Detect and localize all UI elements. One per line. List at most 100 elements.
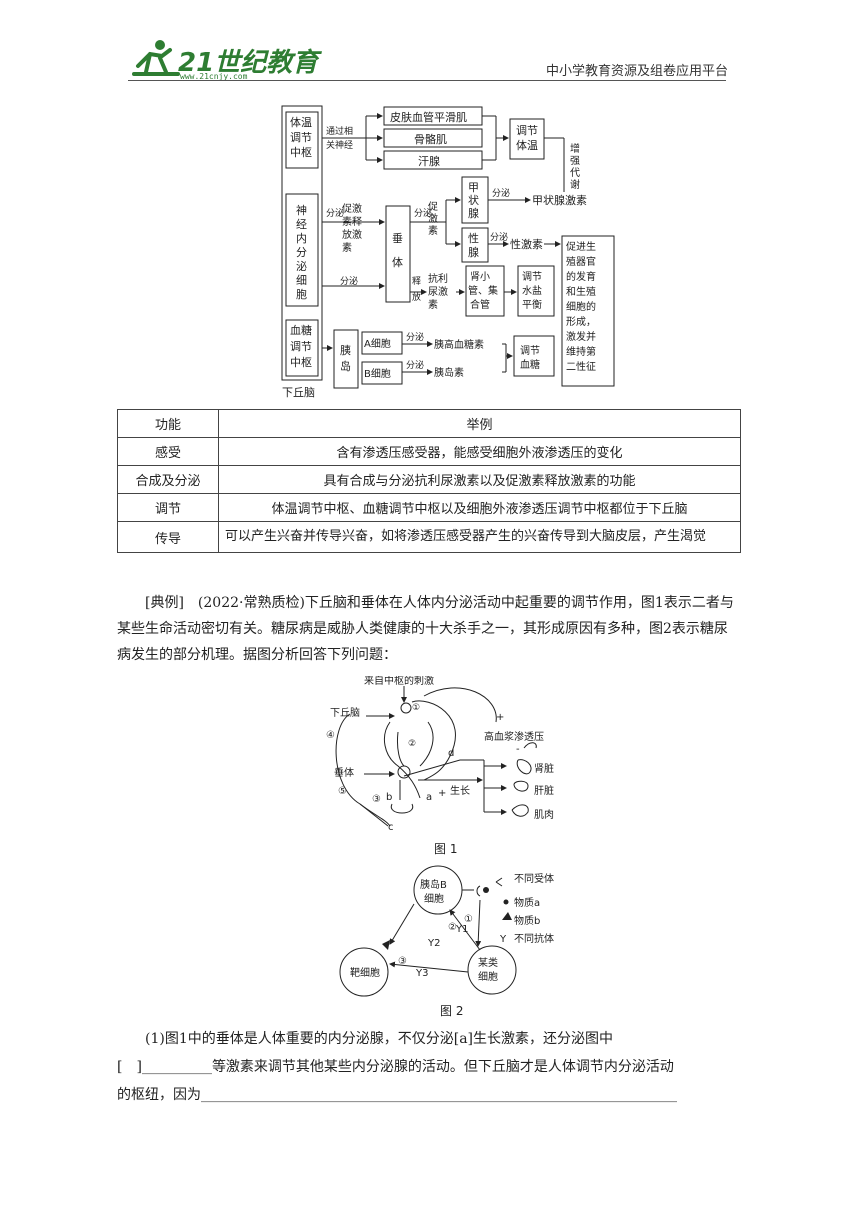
svg-text:谢: 谢 (570, 178, 580, 191)
svg-text:维持第: 维持第 (566, 345, 596, 358)
svg-text:生长: 生长 (450, 784, 470, 797)
svg-text:分泌: 分泌 (340, 275, 358, 287)
svg-text:来自中枢的刺激: 来自中枢的刺激 (364, 676, 434, 687)
svg-text:分泌: 分泌 (406, 331, 424, 343)
svg-text:下丘脑: 下丘脑 (282, 386, 315, 399)
header-platform-title: 中小学教育资源及组卷应用平台 (545, 64, 728, 79)
svg-text:腺: 腺 (468, 245, 479, 259)
svg-text:下丘脑: 下丘脑 (330, 706, 360, 719)
svg-text:肾小: 肾小 (470, 271, 490, 283)
svg-text:甲状腺激素: 甲状腺激素 (532, 193, 587, 207)
svg-text:不同抗体: 不同抗体 (514, 932, 554, 945)
table-header-row: 功能 举例 (117, 409, 741, 438)
question1-line3: 的枢纽，因为__________________________________… (117, 1082, 741, 1108)
header-divider (128, 80, 726, 81)
svg-text:岛: 岛 (340, 359, 351, 373)
svg-text:二性征: 二性征 (566, 360, 596, 373)
svg-text:的发育: 的发育 (566, 270, 596, 283)
answer-blank[interactable]: __________ (141, 1059, 212, 1075)
svg-text:分泌: 分泌 (406, 359, 424, 371)
svg-text:代: 代 (570, 167, 580, 179)
svg-text:中枢: 中枢 (290, 355, 312, 369)
table-cell-function: 传导 (117, 521, 219, 553)
svg-text:细胞: 细胞 (424, 892, 444, 905)
svg-text:高血浆渗透压: 高血浆渗透压 (484, 730, 544, 743)
svg-text:细胞: 细胞 (478, 970, 498, 983)
table-row: 调节 体温调节中枢、血糖调节中枢以及细胞外液渗透压调节中枢都位于下丘脑 (117, 493, 741, 522)
svg-text:调节: 调节 (290, 131, 312, 144)
svg-text:中枢: 中枢 (290, 145, 312, 159)
svg-text:合管: 合管 (470, 298, 490, 311)
runner-logo-icon (132, 40, 180, 76)
svg-text:胰高血糖素: 胰高血糖素 (434, 338, 484, 351)
answer-blank-reason[interactable]: ________________________________________… (201, 1087, 677, 1103)
svg-text:体温: 体温 (516, 138, 538, 152)
question1-line2-text: 等激素来调节其他某些内分泌腺的活动。但下丘脑才是人体调节内分泌活动 (211, 1059, 674, 1075)
table-cell-function: 感受 (117, 437, 219, 466)
svg-text:②: ② (408, 739, 416, 749)
svg-text:调节: 调节 (290, 340, 312, 353)
svg-text:不同受体: 不同受体 (514, 873, 554, 885)
svg-text:细胞的: 细胞的 (566, 300, 596, 313)
example-paragraph: [典例] (2022·常熟质检)下丘脑和垂体在人体内分泌活动中起重要的调节作用，… (117, 595, 734, 663)
svg-text:增: 增 (570, 142, 580, 155)
svg-text:胞: 胞 (296, 288, 307, 301)
svg-text:分泌: 分泌 (326, 207, 344, 219)
svg-text:放激: 放激 (342, 228, 362, 241)
logo-url: www.21cnjy.com (180, 72, 248, 81)
svg-text:①: ① (464, 914, 473, 925)
svg-text:抗利: 抗利 (428, 272, 448, 285)
svg-text:甲: 甲 (468, 181, 479, 194)
svg-text:强: 强 (570, 155, 580, 167)
svg-text:素: 素 (428, 224, 438, 237)
svg-text:胰: 胰 (340, 343, 351, 357)
svg-text:分泌: 分泌 (492, 187, 510, 199)
svg-text:②: ② (448, 922, 457, 933)
question1-line3-text: 的枢纽，因为 (117, 1087, 201, 1103)
svg-text:调节: 调节 (520, 345, 540, 357)
svg-text:⑤: ⑤ (338, 786, 347, 797)
svg-text:促: 促 (428, 200, 438, 213)
svg-text:③: ③ (372, 794, 381, 805)
svg-text:a: a (426, 792, 432, 803)
table-row: 合成及分泌 具有合成与分泌抗利尿激素以及促激素释放激素的功能 (117, 465, 741, 494)
svg-text:促激: 促激 (342, 202, 362, 215)
svg-text:激: 激 (428, 212, 438, 225)
svg-text:肝脏: 肝脏 (534, 784, 554, 797)
svg-text:殖器官: 殖器官 (566, 255, 596, 268)
answer-bracket[interactable]: [ ] (117, 1059, 142, 1075)
svg-text:放: 放 (412, 291, 421, 303)
svg-text:素: 素 (342, 241, 352, 254)
svg-text:促进生: 促进生 (566, 240, 596, 253)
svg-text:+: + (496, 712, 504, 723)
svg-text:性激素: 性激素 (510, 237, 543, 251)
svg-text:垂体: 垂体 (334, 767, 354, 779)
svg-text:调节: 调节 (516, 124, 538, 137)
svg-text:物质b: 物质b (514, 914, 540, 927)
svg-text:b: b (386, 792, 392, 803)
svg-text:Y1: Y1 (455, 924, 468, 935)
svg-text:垂: 垂 (392, 232, 403, 245)
svg-text:释: 释 (412, 275, 421, 287)
svg-text:-: - (516, 744, 520, 755)
svg-text:内: 内 (296, 231, 307, 245)
svg-text:细: 细 (296, 274, 307, 287)
svg-text:+: + (438, 788, 446, 799)
svg-text:①: ① (412, 703, 420, 713)
svg-text:泌: 泌 (296, 260, 307, 273)
svg-text:和生殖: 和生殖 (566, 285, 596, 298)
svg-text:靶细胞: 靶细胞 (350, 966, 380, 979)
svg-text:分泌: 分泌 (414, 207, 432, 219)
svg-text:尿激: 尿激 (428, 285, 448, 298)
svg-text:通过相: 通过相 (326, 125, 353, 137)
svg-text:d: d (448, 748, 454, 759)
svg-text:胰岛素: 胰岛素 (434, 366, 464, 379)
svg-text:肌肉: 肌肉 (534, 808, 554, 821)
figure2-caption: 图 2 (440, 1004, 464, 1018)
svg-text:经: 经 (296, 218, 307, 231)
svg-text:汗腺: 汗腺 (418, 154, 440, 168)
svg-text:激发并: 激发并 (566, 330, 596, 343)
logo-text: 21世纪教育 (178, 48, 319, 78)
svg-text:平衡: 平衡 (522, 299, 542, 311)
